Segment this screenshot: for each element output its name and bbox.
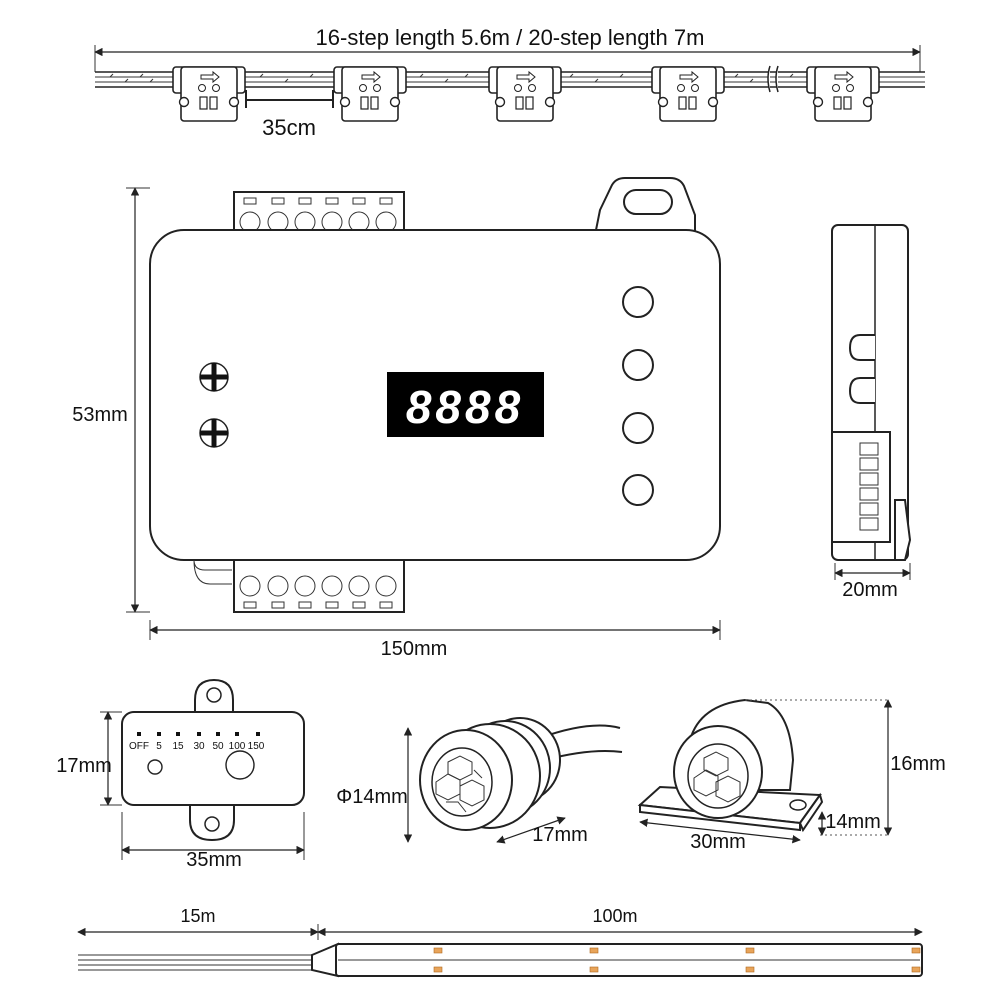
pixel-node xyxy=(488,66,562,122)
controller-height-label: 53mm xyxy=(72,404,128,426)
timer-option-label: 15 xyxy=(172,741,184,752)
cable-strip-drawing xyxy=(77,924,923,978)
timer-option-label: 50 xyxy=(212,741,224,752)
timer-option-label: 100 xyxy=(229,741,246,752)
timer-option-label: 30 xyxy=(193,741,205,752)
timer-option-label: OFF xyxy=(129,741,149,752)
control-button-1 xyxy=(622,286,654,318)
round-sensor-diameter-label: Φ14mm xyxy=(336,786,408,808)
pixel-strip-drawing xyxy=(94,45,925,122)
mount-sensor-depth-label: 14mm xyxy=(825,811,881,833)
pixel-node xyxy=(172,66,246,122)
screw-icon xyxy=(199,418,229,448)
controller-depth-label: 20mm xyxy=(842,579,898,601)
indicator-led xyxy=(147,759,163,775)
select-button xyxy=(225,750,255,780)
controller-side-view xyxy=(831,224,912,580)
display-digits: 8888 xyxy=(406,381,524,433)
timer-width-label: 35mm xyxy=(186,849,242,871)
strip-length-total-label: 100m xyxy=(592,906,637,926)
round-sensor-drawing xyxy=(403,717,623,844)
timer-option-label: 5 xyxy=(156,741,162,752)
timer-module-drawing: OFF 5 15 30 50 100 150 xyxy=(100,678,305,860)
timer-height-label: 17mm xyxy=(56,755,112,777)
seven-segment-display xyxy=(387,372,544,437)
controller-front-view: 8888 xyxy=(126,177,721,640)
mount-sensor-width-label: 30mm xyxy=(690,831,746,853)
pixel-node xyxy=(806,66,880,122)
strip-length-label: 16-step length 5.6m / 20-step length 7m xyxy=(316,25,705,50)
round-sensor-length-label: 17mm xyxy=(532,824,588,846)
control-button-4 xyxy=(622,474,654,506)
cable-length-label: 15m xyxy=(180,906,215,926)
pixel-node xyxy=(333,66,407,122)
mount-sensor-height-label: 16mm xyxy=(890,753,946,775)
controller-width-label: 150mm xyxy=(381,638,448,660)
spacing-label: 35cm xyxy=(262,115,316,140)
timer-option-label: 150 xyxy=(248,741,265,752)
control-button-2 xyxy=(622,349,654,381)
timer-body xyxy=(121,711,305,806)
control-button-3 xyxy=(622,412,654,444)
screw-icon xyxy=(199,362,229,392)
pixel-node xyxy=(651,66,725,122)
mount-sensor-drawing xyxy=(637,698,893,844)
